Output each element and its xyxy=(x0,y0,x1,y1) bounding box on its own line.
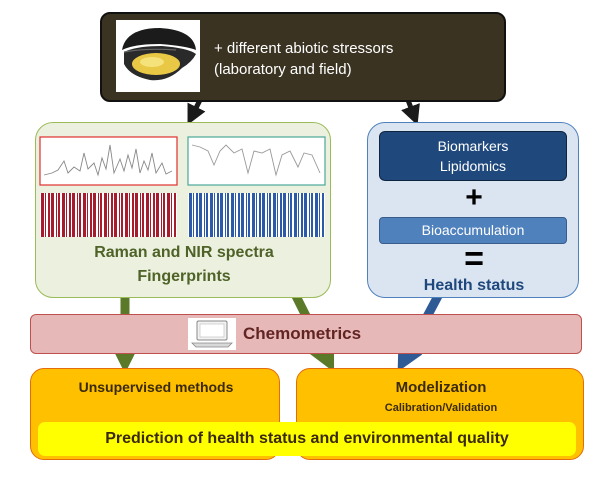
nir-spectrum-line xyxy=(191,144,321,177)
laptop-icon xyxy=(188,318,236,350)
raman-spectrum-frame xyxy=(39,136,178,186)
calibration-label: Calibration/Validation xyxy=(384,402,498,414)
health-box: Biomarkers Lipidomics + Bioaccumulation … xyxy=(367,122,579,298)
spectra-graphics xyxy=(39,136,326,237)
stressor-text: + different abiotic stressors (laborator… xyxy=(214,40,394,78)
unsupervised-label: Unsupervised methods xyxy=(78,379,234,395)
raman-spectrum-line xyxy=(43,144,173,177)
nir-spectrum-frame xyxy=(187,136,326,186)
health-status-label: Health status xyxy=(423,277,525,294)
modelization-label: Modelization xyxy=(395,379,487,396)
prediction-box: Prediction of health status and environm… xyxy=(38,422,576,456)
arrow-top-to-health xyxy=(401,99,420,126)
spectra-box: Raman and NIR spectra Fingerprints xyxy=(35,122,331,298)
chemometrics-bar: Chemometrics xyxy=(30,314,582,354)
plus-sign: + xyxy=(465,181,483,214)
bioaccumulation-box: Bioaccumulation xyxy=(379,217,567,244)
chemometrics-label: Chemometrics xyxy=(243,324,362,343)
biomarkers-box: Biomarkers Lipidomics xyxy=(379,131,567,181)
mussel-photo xyxy=(116,20,200,92)
spectra-title: Raman and NIR spectra Fingerprints xyxy=(94,244,274,285)
nir-barcode xyxy=(188,193,325,237)
stressor-box: + different abiotic stressors (laborator… xyxy=(100,12,506,102)
prediction-label: Prediction of health status and environm… xyxy=(105,430,509,447)
arrow-top-to-spectra xyxy=(187,98,206,125)
raman-barcode xyxy=(40,193,177,237)
equals-sign: = xyxy=(464,240,484,278)
